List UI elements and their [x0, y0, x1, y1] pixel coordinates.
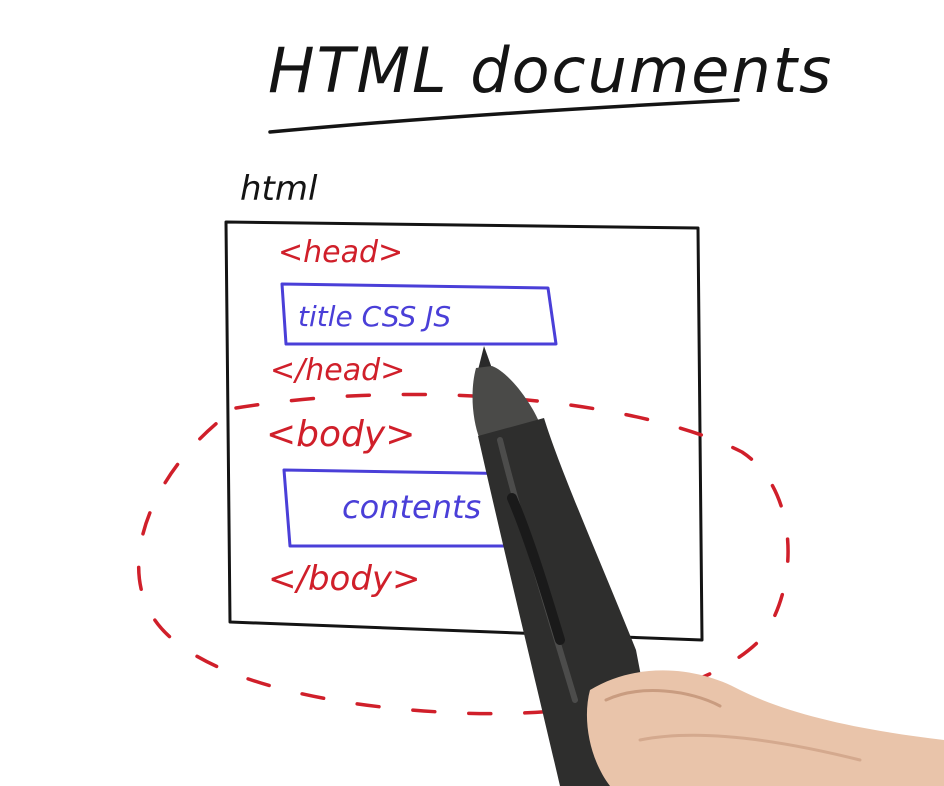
html-box — [224, 220, 704, 642]
page-title: HTML documents — [268, 34, 833, 107]
html-label: html — [240, 169, 318, 209]
body-open-tag: <body> — [266, 414, 415, 455]
body-close-tag: </body> — [268, 559, 421, 599]
head-contents-box — [280, 282, 558, 346]
head-close-tag: </head> — [270, 353, 405, 388]
hand-illustration — [586, 670, 944, 786]
head-open-tag: <head> — [278, 235, 403, 270]
title-underline — [268, 98, 740, 134]
body-contents-text: contents — [342, 488, 481, 526]
head-contents-text: title CSS JS — [298, 300, 451, 333]
body-highlight-ellipse — [136, 392, 790, 716]
